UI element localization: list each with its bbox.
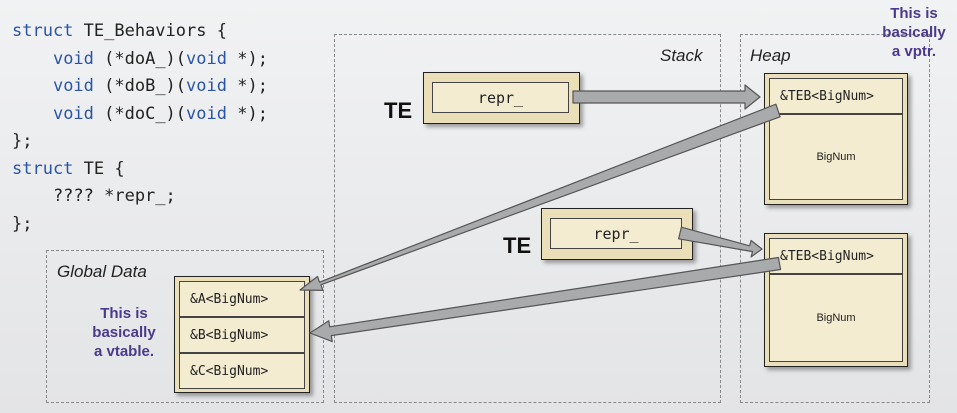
stack-label: Stack <box>660 46 703 65</box>
te-label: TE <box>503 233 532 258</box>
heap-object: &TEB<BigNum> BigNum <box>764 73 908 205</box>
te-object: repr_ <box>541 208 693 260</box>
stack-region <box>334 34 721 403</box>
code-text: ???? *repr_; <box>12 186 176 206</box>
te-object: repr_ <box>423 72 580 124</box>
code-text: (*doC_)( <box>93 103 187 124</box>
code-keyword: void <box>186 76 227 96</box>
vtable-object: &A<BigNum> &B<BigNum> &C<BigNum> <box>174 276 310 393</box>
code-keyword: void <box>52 76 94 96</box>
code-text: *); <box>226 103 268 124</box>
teb-pointer-cell: &TEB<BigNum> <box>769 238 903 274</box>
pointer-arrow <box>677 226 763 258</box>
code-keyword: void <box>52 48 94 69</box>
code-line: void (*doC_)(void *); <box>12 104 268 124</box>
pointer-arrow <box>309 256 782 343</box>
vptr-note: This is basically a vptr. <box>882 5 946 60</box>
vtable-entry: &C<BigNum> <box>179 353 305 389</box>
code-line: void (*doB_)(void *); <box>12 76 268 96</box>
pointer-arrow <box>299 103 781 291</box>
bignum-cell: BigNum <box>769 114 903 200</box>
heap-label: Heap <box>750 46 791 65</box>
code-keyword: void <box>186 48 227 69</box>
code-text: }; <box>12 213 33 234</box>
repr-field: repr_ <box>550 218 682 249</box>
code-text: TE { <box>73 158 125 179</box>
code-line: }; <box>12 214 32 234</box>
code-text: *); <box>226 48 268 69</box>
code-keyword: void <box>52 103 94 124</box>
repr-field: repr_ <box>432 82 569 113</box>
te-label: TE <box>384 98 413 123</box>
vtable-entry: &B<BigNum> <box>179 317 305 353</box>
code-line: struct TE_Behaviors { <box>12 21 227 41</box>
code-text: *); <box>226 76 268 96</box>
heap-object: &TEB<BigNum> BigNum <box>764 233 908 367</box>
code-text: TE_Behaviors { <box>73 21 227 41</box>
teb-pointer-cell: &TEB<BigNum> <box>769 78 903 114</box>
vtable-note: This is basically a vtable. <box>92 305 156 360</box>
code-line: ???? *repr_; <box>12 186 176 206</box>
pointer-arrow <box>572 84 761 110</box>
code-line: }; <box>12 131 32 151</box>
code-text: (*doA_)( <box>93 48 187 69</box>
code-text: }; <box>12 131 33 151</box>
code-keyword: void <box>186 103 227 124</box>
code-listing: struct TE_Behaviors { void (*doA_)(void … <box>12 18 268 238</box>
global-data-label: Global Data <box>57 262 147 281</box>
code-text: (*doB_)( <box>93 76 187 96</box>
code-line: void (*doA_)(void *); <box>12 49 268 69</box>
code-line: struct TE { <box>12 159 125 179</box>
bignum-cell: BigNum <box>769 274 903 362</box>
heap-region <box>740 34 930 403</box>
code-keyword: struct <box>12 21 74 41</box>
code-keyword: struct <box>12 158 74 179</box>
vtable-entry: &A<BigNum> <box>179 281 305 317</box>
